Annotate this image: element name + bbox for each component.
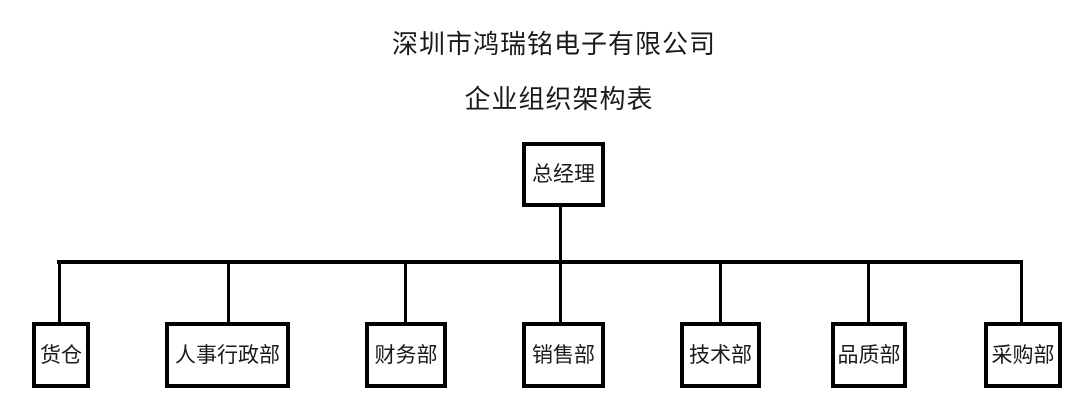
org-box-hr-admin: 人事行政部 bbox=[165, 322, 290, 388]
org-box-warehouse: 货仓 bbox=[32, 322, 90, 388]
connector-drop-finance bbox=[404, 262, 407, 322]
org-box-finance: 财务部 bbox=[365, 322, 447, 388]
dept-label: 人事行政部 bbox=[175, 343, 280, 367]
connector-drop-warehouse bbox=[58, 262, 61, 322]
org-box-sales: 销售部 bbox=[522, 322, 605, 388]
org-box-procurement: 采购部 bbox=[984, 322, 1062, 388]
dept-label: 货仓 bbox=[40, 343, 82, 367]
connector-drop-hr-admin bbox=[227, 262, 230, 322]
dept-label: 品质部 bbox=[837, 343, 901, 367]
connector-drop-procurement bbox=[1020, 262, 1023, 322]
chart-subtitle: 企业组织架构表 bbox=[464, 84, 654, 114]
connector-drop-quality bbox=[867, 262, 870, 322]
connector-root-stem bbox=[559, 205, 562, 263]
org-box-quality: 品质部 bbox=[831, 322, 907, 388]
dept-label: 采购部 bbox=[991, 343, 1055, 367]
dept-label: 销售部 bbox=[532, 343, 595, 367]
general-manager-label: 总经理 bbox=[532, 163, 595, 186]
connector-drop-technology bbox=[719, 262, 722, 322]
dept-label: 技术部 bbox=[689, 343, 752, 367]
company-title: 深圳市鸿瑞铭电子有限公司 bbox=[391, 29, 717, 59]
connector-horizontal-rail bbox=[57, 260, 1023, 264]
dept-label: 财务部 bbox=[374, 343, 438, 367]
org-box-technology: 技术部 bbox=[680, 322, 761, 388]
connector-drop-sales bbox=[559, 262, 562, 322]
org-box-general-manager: 总经理 bbox=[522, 142, 605, 207]
